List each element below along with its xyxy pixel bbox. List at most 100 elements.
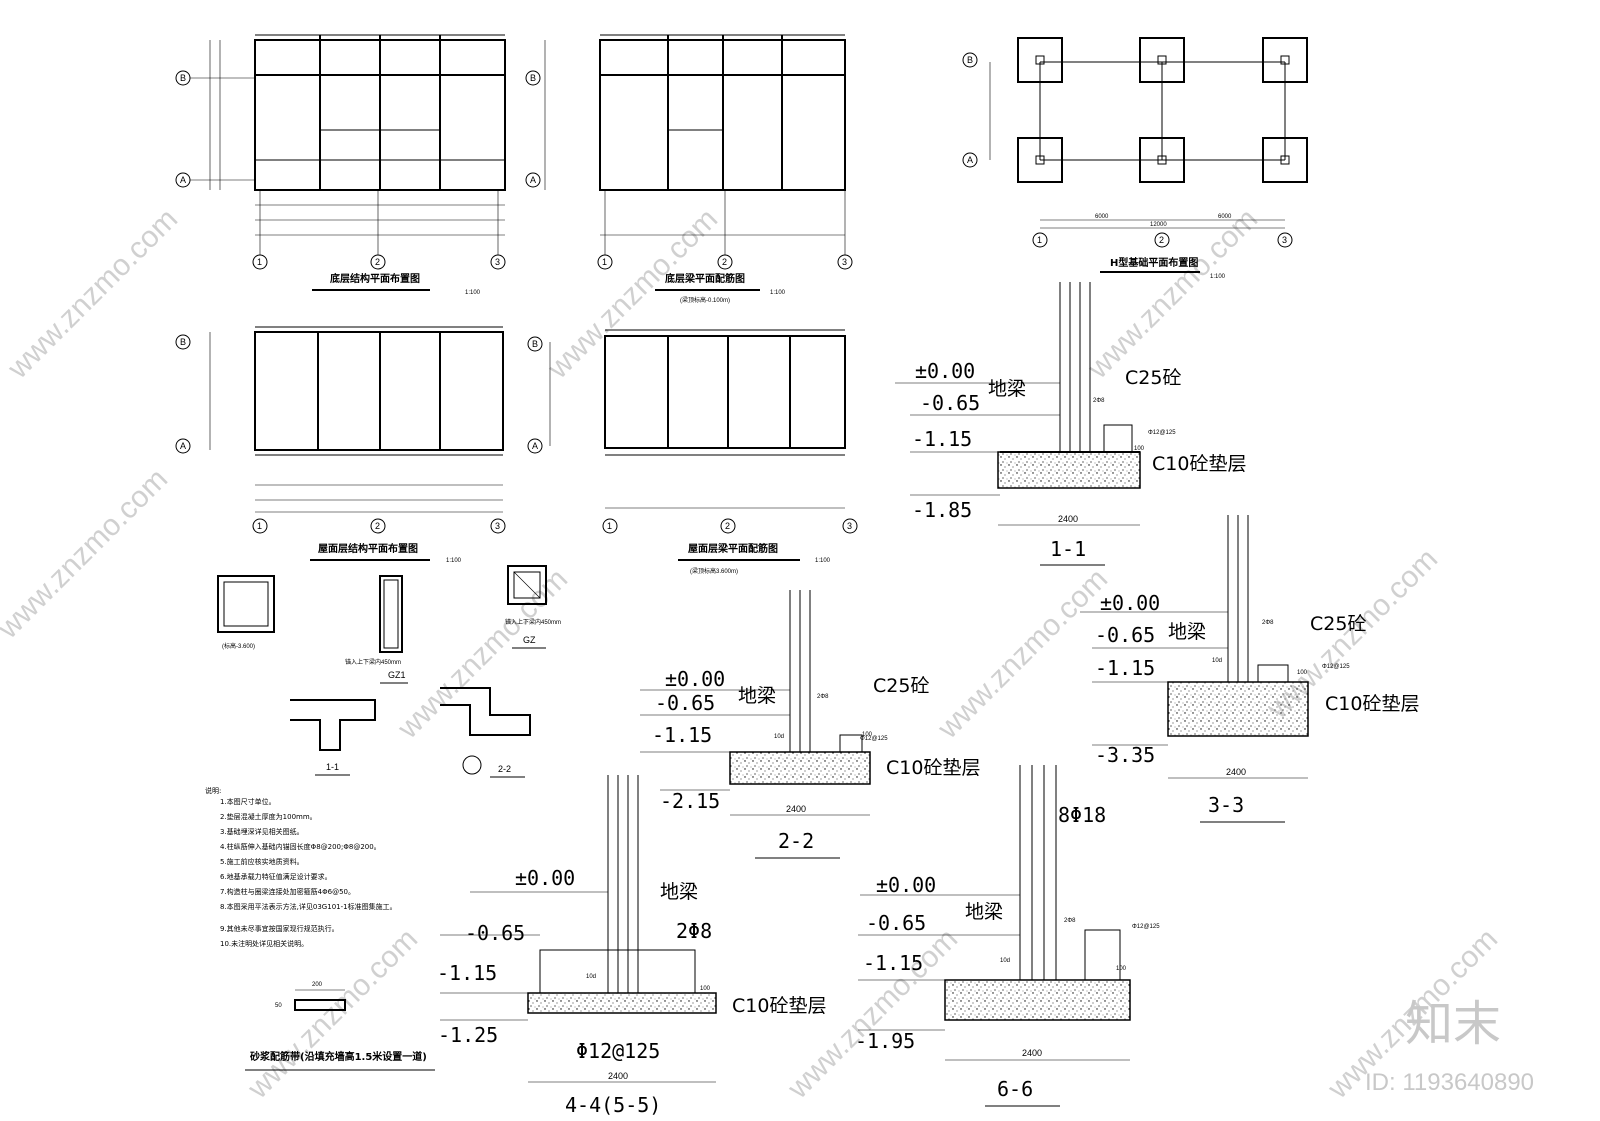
dimension: 100 (1297, 670, 1308, 676)
grid-label: 3 (495, 521, 500, 531)
rebar-label: 2Φ8 (1262, 620, 1274, 626)
plan-ground-beam: 1 2 3 B A 底层梁平面配筋图 1:100 (梁顶标高-0.100m) (525, 34, 853, 304)
grid-label: A (532, 441, 538, 451)
grid-label: 2 (1159, 235, 1164, 245)
dimension: 6000 (1095, 214, 1109, 220)
image-id: ID: 1193640890 (1365, 1069, 1534, 1096)
rebar-label: Φ12@125 (860, 736, 888, 742)
grid-label: A (180, 175, 186, 185)
dimension: 100 (1116, 966, 1127, 972)
dimension: 2400 (1226, 767, 1246, 777)
grid-label: 3 (495, 257, 500, 267)
beam-label: 地梁 (988, 378, 1026, 400)
grid-label: 2 (375, 521, 380, 531)
note-item: 10.未注明处详见相关说明。 (220, 939, 308, 948)
beam-label: 地梁 (660, 881, 698, 903)
plan-scale: 1:100 (815, 558, 831, 564)
note-item: 2.垫层混凝土厚度为100mm。 (220, 812, 317, 821)
rebar-label: 2Φ8 (676, 919, 712, 943)
dimension: 10d (1212, 658, 1222, 664)
plan-foundation: 6000 12000 6000 1 2 3 B A H型基础平面布置图 1:10… (962, 37, 1308, 280)
section-4-4: ±0.00 -0.65 -1.15 -1.25 地梁 C10砼垫层 2Φ8 Φ1… (437, 775, 826, 1117)
elevation: ±0.00 (915, 359, 975, 383)
grid-label: B (180, 337, 186, 347)
grid-label: 1 (257, 257, 262, 267)
grid-label: 3 (1282, 235, 1287, 245)
dimension: 200 (312, 982, 323, 988)
elevation: -0.65 (655, 691, 715, 715)
elevation: -1.15 (437, 961, 497, 985)
elevation: -0.65 (866, 911, 926, 935)
grid-label: B (180, 73, 186, 83)
section-label: 3-3 (1208, 793, 1244, 817)
elevation: -1.15 (863, 951, 923, 975)
beam-label: 地梁 (1168, 621, 1206, 643)
detail-label: 1-1 (326, 762, 339, 772)
dimension: 2400 (608, 1071, 628, 1081)
elevation: -1.85 (912, 498, 972, 522)
pad-label: C10砼垫层 (1325, 693, 1419, 715)
rebar-label: Φ12@125 (1132, 924, 1160, 930)
beam-label: 地梁 (965, 901, 1003, 923)
elevation: -1.25 (438, 1023, 498, 1047)
section-2-2: ±0.00 -0.65 -1.15 -2.15 地梁 C25砼 C10砼垫层 2… (640, 590, 980, 859)
plan-title: 底层梁平面配筋图 (665, 272, 745, 285)
pad-label: C10砼垫层 (732, 995, 826, 1017)
elevation: -3.35 (1095, 743, 1155, 767)
rebar-label: Φ12@125 (1322, 664, 1350, 670)
detail-note: (标高-3.600) (222, 642, 255, 650)
grid-label: B (530, 73, 536, 83)
section-1-1: ±0.00 -0.65 -1.15 -1.85 地梁 C25砼 C10砼垫层 2… (895, 282, 1246, 566)
dimension: 50 (275, 1003, 282, 1009)
plan-scale: 1:100 (446, 558, 462, 564)
grid-label: B (532, 339, 538, 349)
plan-title: 屋面层梁平面配筋图 (688, 542, 778, 555)
plan-roof-beam: 1 2 3 B A 屋面层梁平面配筋图 1:100 (梁顶标高3.600m) (527, 329, 858, 575)
grid-label: 3 (842, 257, 847, 267)
dimension: 2400 (1022, 1048, 1042, 1058)
note-item: 3.基础埋深详见相关图纸。 (220, 827, 304, 836)
notes-heading: 说明: (205, 786, 221, 795)
dimension: 10d (586, 974, 596, 980)
pad-label: C10砼垫层 (1152, 453, 1246, 475)
grid-label: 1 (1037, 235, 1042, 245)
dimension: 10d (774, 734, 784, 740)
elevation: ±0.00 (665, 667, 725, 691)
elevation: -1.15 (912, 427, 972, 451)
watermark-text: www.znzmo.com (1, 202, 184, 385)
elevation: -0.65 (920, 391, 980, 415)
grid-label: 2 (375, 257, 380, 267)
dimension: 12000 (1150, 222, 1167, 228)
concrete-label: C25砼 (873, 675, 929, 697)
watermark-layer: www.znzmo.com www.znzmo.com www.znzmo.co… (0, 202, 1534, 1105)
grid-label: 3 (847, 521, 852, 531)
rebar-label: Φ12@125 (576, 1039, 660, 1063)
concrete-label: C25砼 (1310, 613, 1366, 635)
section-6-6: ±0.00 -0.65 -1.15 -1.95 地梁 8Φ18 2Φ8 Φ12@… (855, 765, 1160, 1107)
rebar-label: 2Φ8 (817, 694, 829, 700)
dimension: 6000 (1218, 214, 1232, 220)
grid-label: 1 (257, 521, 262, 531)
note-item: 9.其他未尽事宜按国家现行规范执行。 (220, 924, 339, 933)
dimension: 100 (700, 986, 711, 992)
dimension: 100 (1134, 446, 1145, 452)
detail-label: GZ (523, 635, 536, 645)
plan-note: (梁顶标高3.600m) (690, 567, 738, 575)
note-item: 5.施工前应核实地质资料。 (220, 857, 304, 866)
grid-label: A (967, 155, 973, 165)
elevation: ±0.00 (876, 873, 936, 897)
rebar-label: 2Φ8 (1093, 398, 1105, 404)
rebar-label: 2Φ8 (1064, 918, 1076, 924)
plan-ground-structure: 1 2 3 B A 底层结构平面布置图 1:100 (175, 34, 506, 296)
section-label: 2-2 (778, 829, 814, 853)
grid-label: A (530, 175, 536, 185)
section-label: 6-6 (997, 1077, 1033, 1101)
detail-label: 2-2 (498, 764, 511, 774)
design-notes: 说明: 1.本图尺寸单位。 2.垫层混凝土厚度为100mm。 3.基础埋深详见相… (205, 786, 435, 1071)
dimension: 2400 (786, 804, 806, 814)
section-label: 4-4(5-5) (565, 1093, 661, 1117)
grid-label: B (967, 55, 973, 65)
detail-note: 锚入上下梁内450mm (505, 618, 561, 626)
plan-title: H型基础平面布置图 (1110, 256, 1198, 269)
